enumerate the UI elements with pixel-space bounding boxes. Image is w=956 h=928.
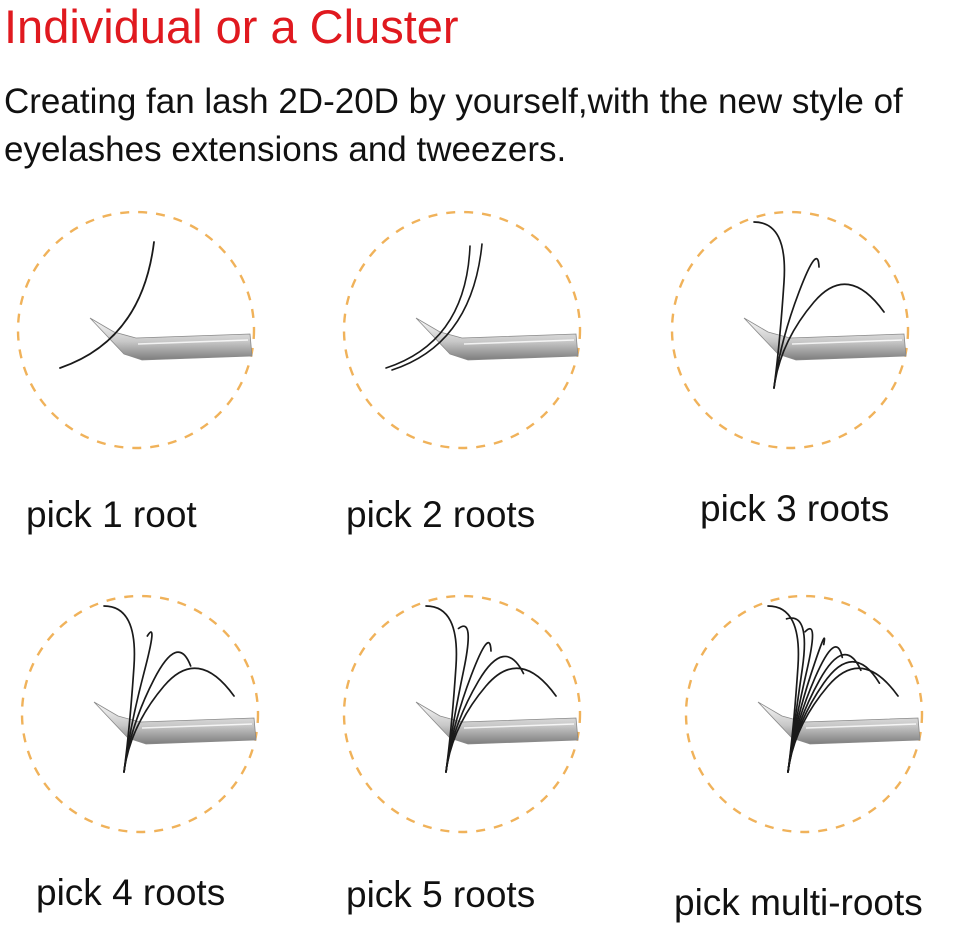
lash-strands [425, 605, 557, 773]
tweezer-five-lashes-icon [342, 594, 582, 834]
tweezer-two-lashes-icon [342, 210, 582, 450]
tweezer-shape [415, 317, 579, 361]
dashed-ring [342, 594, 582, 834]
dashed-ring [670, 210, 910, 450]
tweezer-one-lash-icon [16, 210, 256, 450]
lash-strands [753, 221, 885, 389]
dashed-ring [342, 210, 582, 450]
dashed-ring [20, 594, 260, 834]
option-caption: pick 2 roots [346, 494, 536, 535]
lash-strands [59, 241, 155, 369]
option-caption: pick 5 roots [346, 874, 536, 915]
tweezer-shape [93, 701, 257, 745]
page-subtitle: Creating fan lash 2D-20D by yourself,wit… [4, 82, 903, 169]
tweezer-three-lashes-icon [670, 210, 910, 450]
option-caption: pick 4 roots [36, 872, 226, 913]
tweezer-multi-lashes-icon [684, 594, 924, 834]
tweezer-four-lashes-icon [20, 594, 260, 834]
tweezer-shape [743, 317, 907, 361]
option-caption: pick 3 roots [700, 488, 890, 529]
lash-strands [385, 243, 483, 371]
option-caption: pick 1 root [26, 494, 197, 535]
tweezer-shape [415, 701, 579, 745]
page-title: Individual or a Cluster [4, 0, 459, 53]
lash-strands [103, 605, 235, 773]
tweezer-shape [89, 317, 253, 361]
option-caption: pick multi-roots [674, 882, 923, 923]
tweezer-shape [757, 701, 921, 745]
dashed-ring [684, 594, 924, 834]
lash-strands [767, 605, 899, 773]
dashed-ring [16, 210, 256, 450]
